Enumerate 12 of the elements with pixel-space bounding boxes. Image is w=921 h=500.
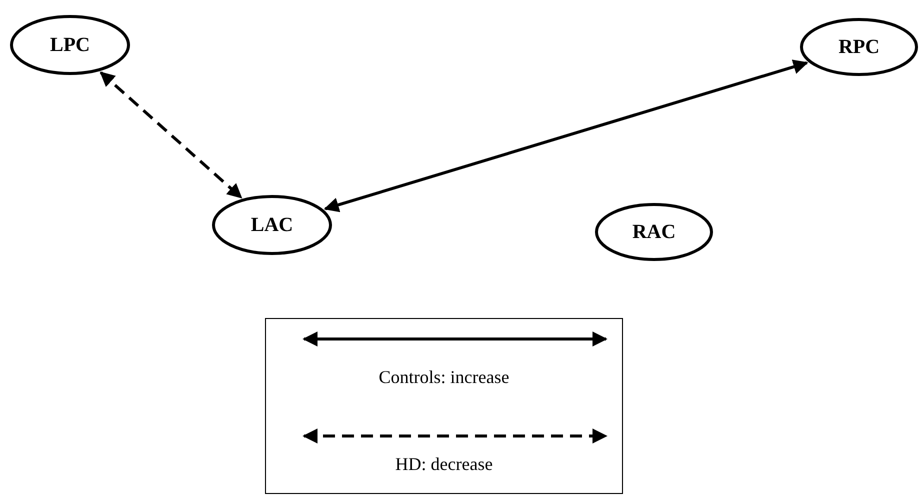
double-headed-arrow: [100, 71, 242, 199]
region-label: LAC: [250, 214, 294, 236]
region-ellipse: [800, 18, 918, 76]
region-label: LPC: [50, 34, 90, 56]
region-ellipse: [595, 203, 713, 261]
region-label: RPC: [838, 36, 880, 58]
legend-text: HD: decrease: [394, 454, 494, 475]
double-headed-arrow: [324, 60, 808, 212]
legend-text: Controls: increase: [378, 367, 510, 388]
region-label: RAC: [632, 220, 676, 244]
region-ellipse: [212, 195, 332, 255]
region-ellipse: [10, 15, 130, 75]
